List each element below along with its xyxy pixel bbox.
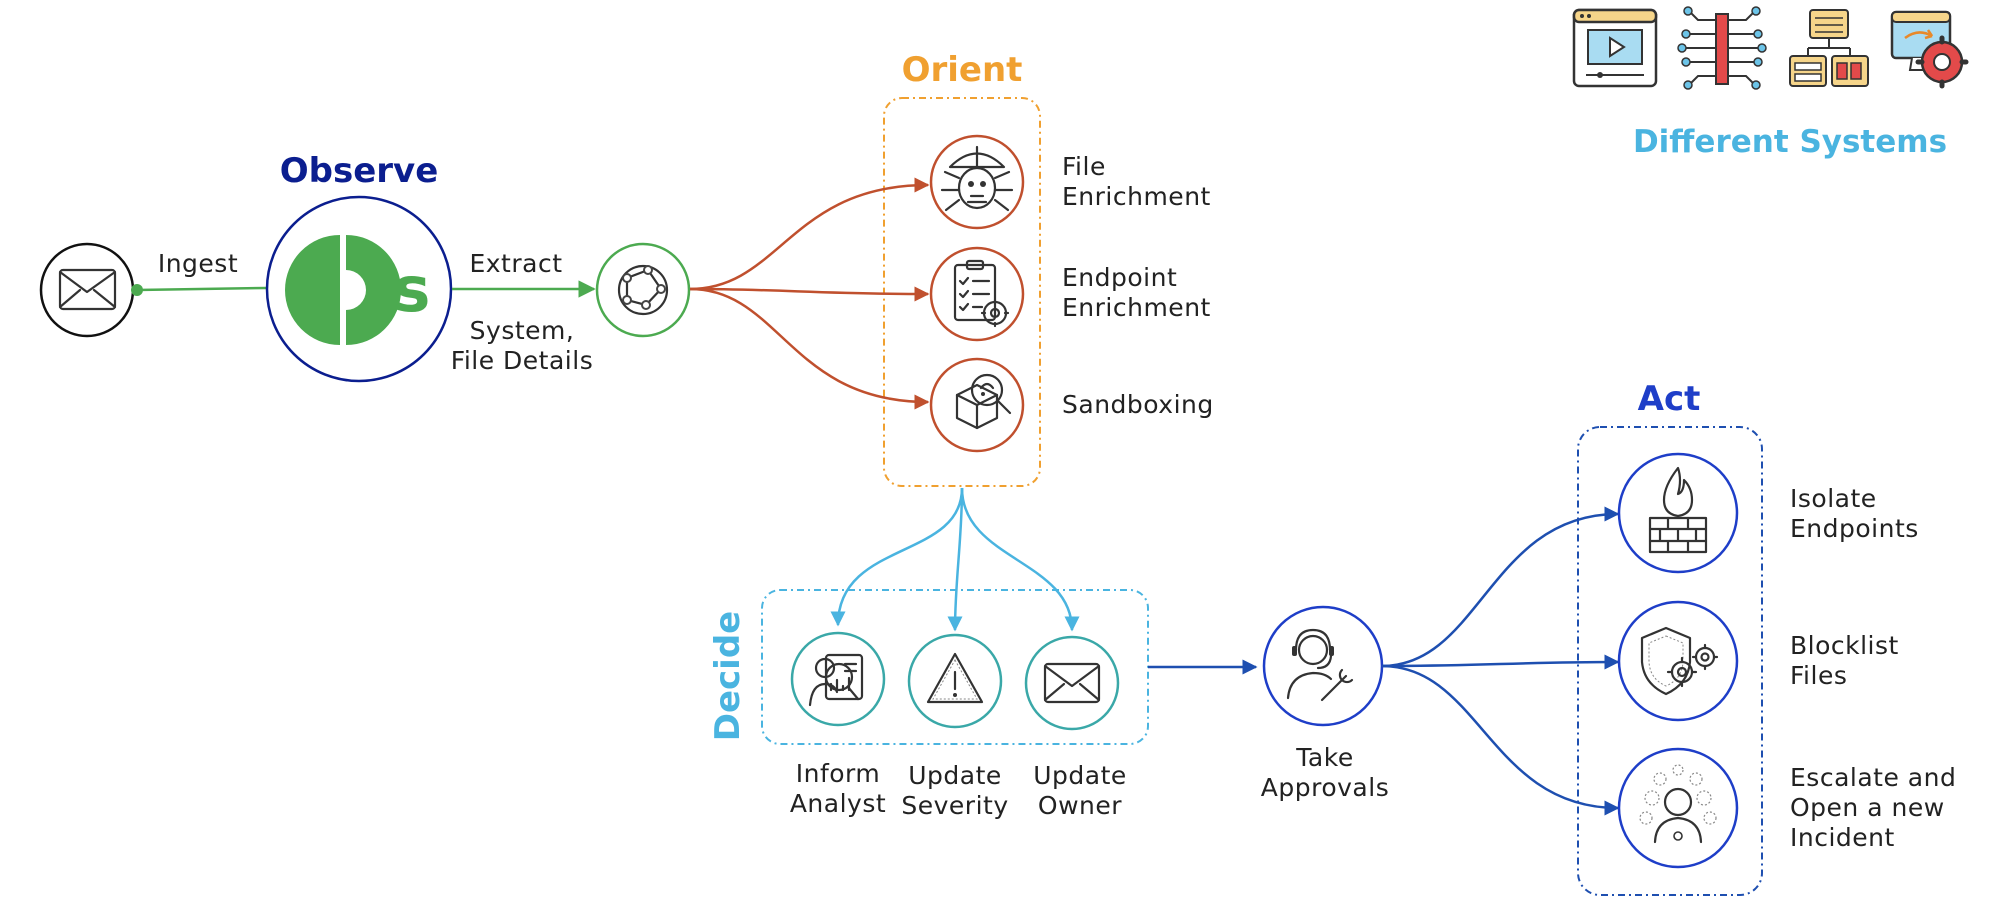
orient-label-file-line2: Enrichment — [1062, 182, 1211, 211]
decide-label-severity-line1: Update — [908, 761, 1002, 790]
details-label-line1: System, — [470, 316, 575, 345]
orient-arrow-sandbox — [689, 287, 930, 410]
monitor-gear-icon — [1890, 10, 1969, 89]
orient-arrow-endpoint — [689, 286, 930, 302]
ingest-label: Ingest — [158, 249, 238, 278]
warning-triangle-icon — [926, 652, 984, 704]
checklist-gear-icon — [953, 259, 1010, 328]
decide-arrow-owner — [960, 487, 1080, 632]
observe-title: Observe — [280, 151, 439, 191]
server-hierarchy-icon — [1789, 9, 1869, 87]
act-label-blocklist-line1: Blocklist — [1790, 631, 1899, 660]
user-incident-icon — [1639, 764, 1717, 844]
email-source-node — [39, 242, 135, 338]
decide-label-owner-line1: Update — [1033, 761, 1127, 790]
orient-node-sandboxing — [929, 357, 1025, 453]
enrichment-hub-node — [595, 242, 691, 338]
act-label-escalate-line1: Escalate and — [1790, 763, 1956, 792]
decide-node-update-owner — [1024, 635, 1120, 731]
decide-node-update-severity — [907, 633, 1003, 729]
shield-gears-icon — [1640, 626, 1719, 696]
support-agent-wrench-icon — [1286, 628, 1354, 702]
act-group-box — [1577, 426, 1763, 896]
malware-bug-icon — [940, 145, 1014, 212]
act-label-escalate-line2: Open a new — [1790, 793, 1945, 822]
envelope-icon — [1043, 662, 1101, 704]
extract-label: Extract — [469, 249, 562, 278]
act-label-isolate-line1: Isolate — [1790, 484, 1877, 513]
details-label-line2: File Details — [451, 346, 593, 375]
decide-title: Decide — [708, 611, 748, 742]
act-node-escalate-incident — [1617, 747, 1739, 869]
soar-logo-icon: s — [285, 235, 430, 345]
ingest-line — [136, 286, 267, 292]
approvals-node — [1262, 605, 1384, 727]
decide-label-inform-line2: Analyst — [790, 789, 886, 818]
orient-label-endpoint-line2: Enrichment — [1062, 293, 1211, 322]
orient-label-file-line1: File — [1062, 152, 1106, 181]
orient-label-endpoint-line1: Endpoint — [1062, 263, 1177, 292]
act-title: Act — [1638, 379, 1701, 419]
sandbox-search-icon — [955, 373, 1012, 430]
decide-arrow-severity — [947, 487, 964, 632]
act-arrow-blocklist — [1381, 654, 1620, 670]
act-label-isolate-line2: Endpoints — [1790, 514, 1919, 543]
circuit-network-icon — [1677, 6, 1767, 90]
act-arrow-isolate — [1381, 506, 1620, 668]
firewall-fire-icon — [1648, 466, 1708, 554]
orient-label-sandboxing: Sandboxing — [1062, 390, 1214, 419]
envelope-icon — [58, 268, 117, 311]
orient-title: Orient — [902, 50, 1023, 90]
logo-letter: s — [394, 253, 431, 326]
orient-arrow-file — [689, 177, 930, 291]
analyst-report-icon — [808, 653, 864, 707]
act-node-blocklist-files — [1617, 600, 1739, 722]
act-label-escalate-line3: Incident — [1790, 823, 1895, 852]
orient-node-file-enrichment — [929, 134, 1025, 230]
video-player-icon — [1572, 8, 1658, 88]
act-arrow-escalate — [1381, 664, 1620, 816]
act-node-isolate-endpoints — [1617, 452, 1739, 574]
decide-arrow-inform — [830, 487, 964, 627]
orient-node-endpoint-enrichment — [929, 246, 1025, 342]
decide-label-owner-line2: Owner — [1038, 791, 1122, 820]
decide-node-inform-analyst — [790, 631, 886, 727]
approvals-label-line1: Take — [1295, 743, 1353, 772]
decide-label-severity-line2: Severity — [901, 791, 1008, 820]
act-label-blocklist-line2: Files — [1790, 661, 1847, 690]
systems-label: Different Systems — [1633, 124, 1947, 160]
orient-group-box — [883, 97, 1041, 487]
observe-logo-node: s — [265, 195, 453, 383]
network-globe-icon — [617, 264, 669, 316]
approvals-label-line2: Approvals — [1261, 773, 1389, 802]
decide-label-inform-line1: Inform — [796, 759, 881, 788]
